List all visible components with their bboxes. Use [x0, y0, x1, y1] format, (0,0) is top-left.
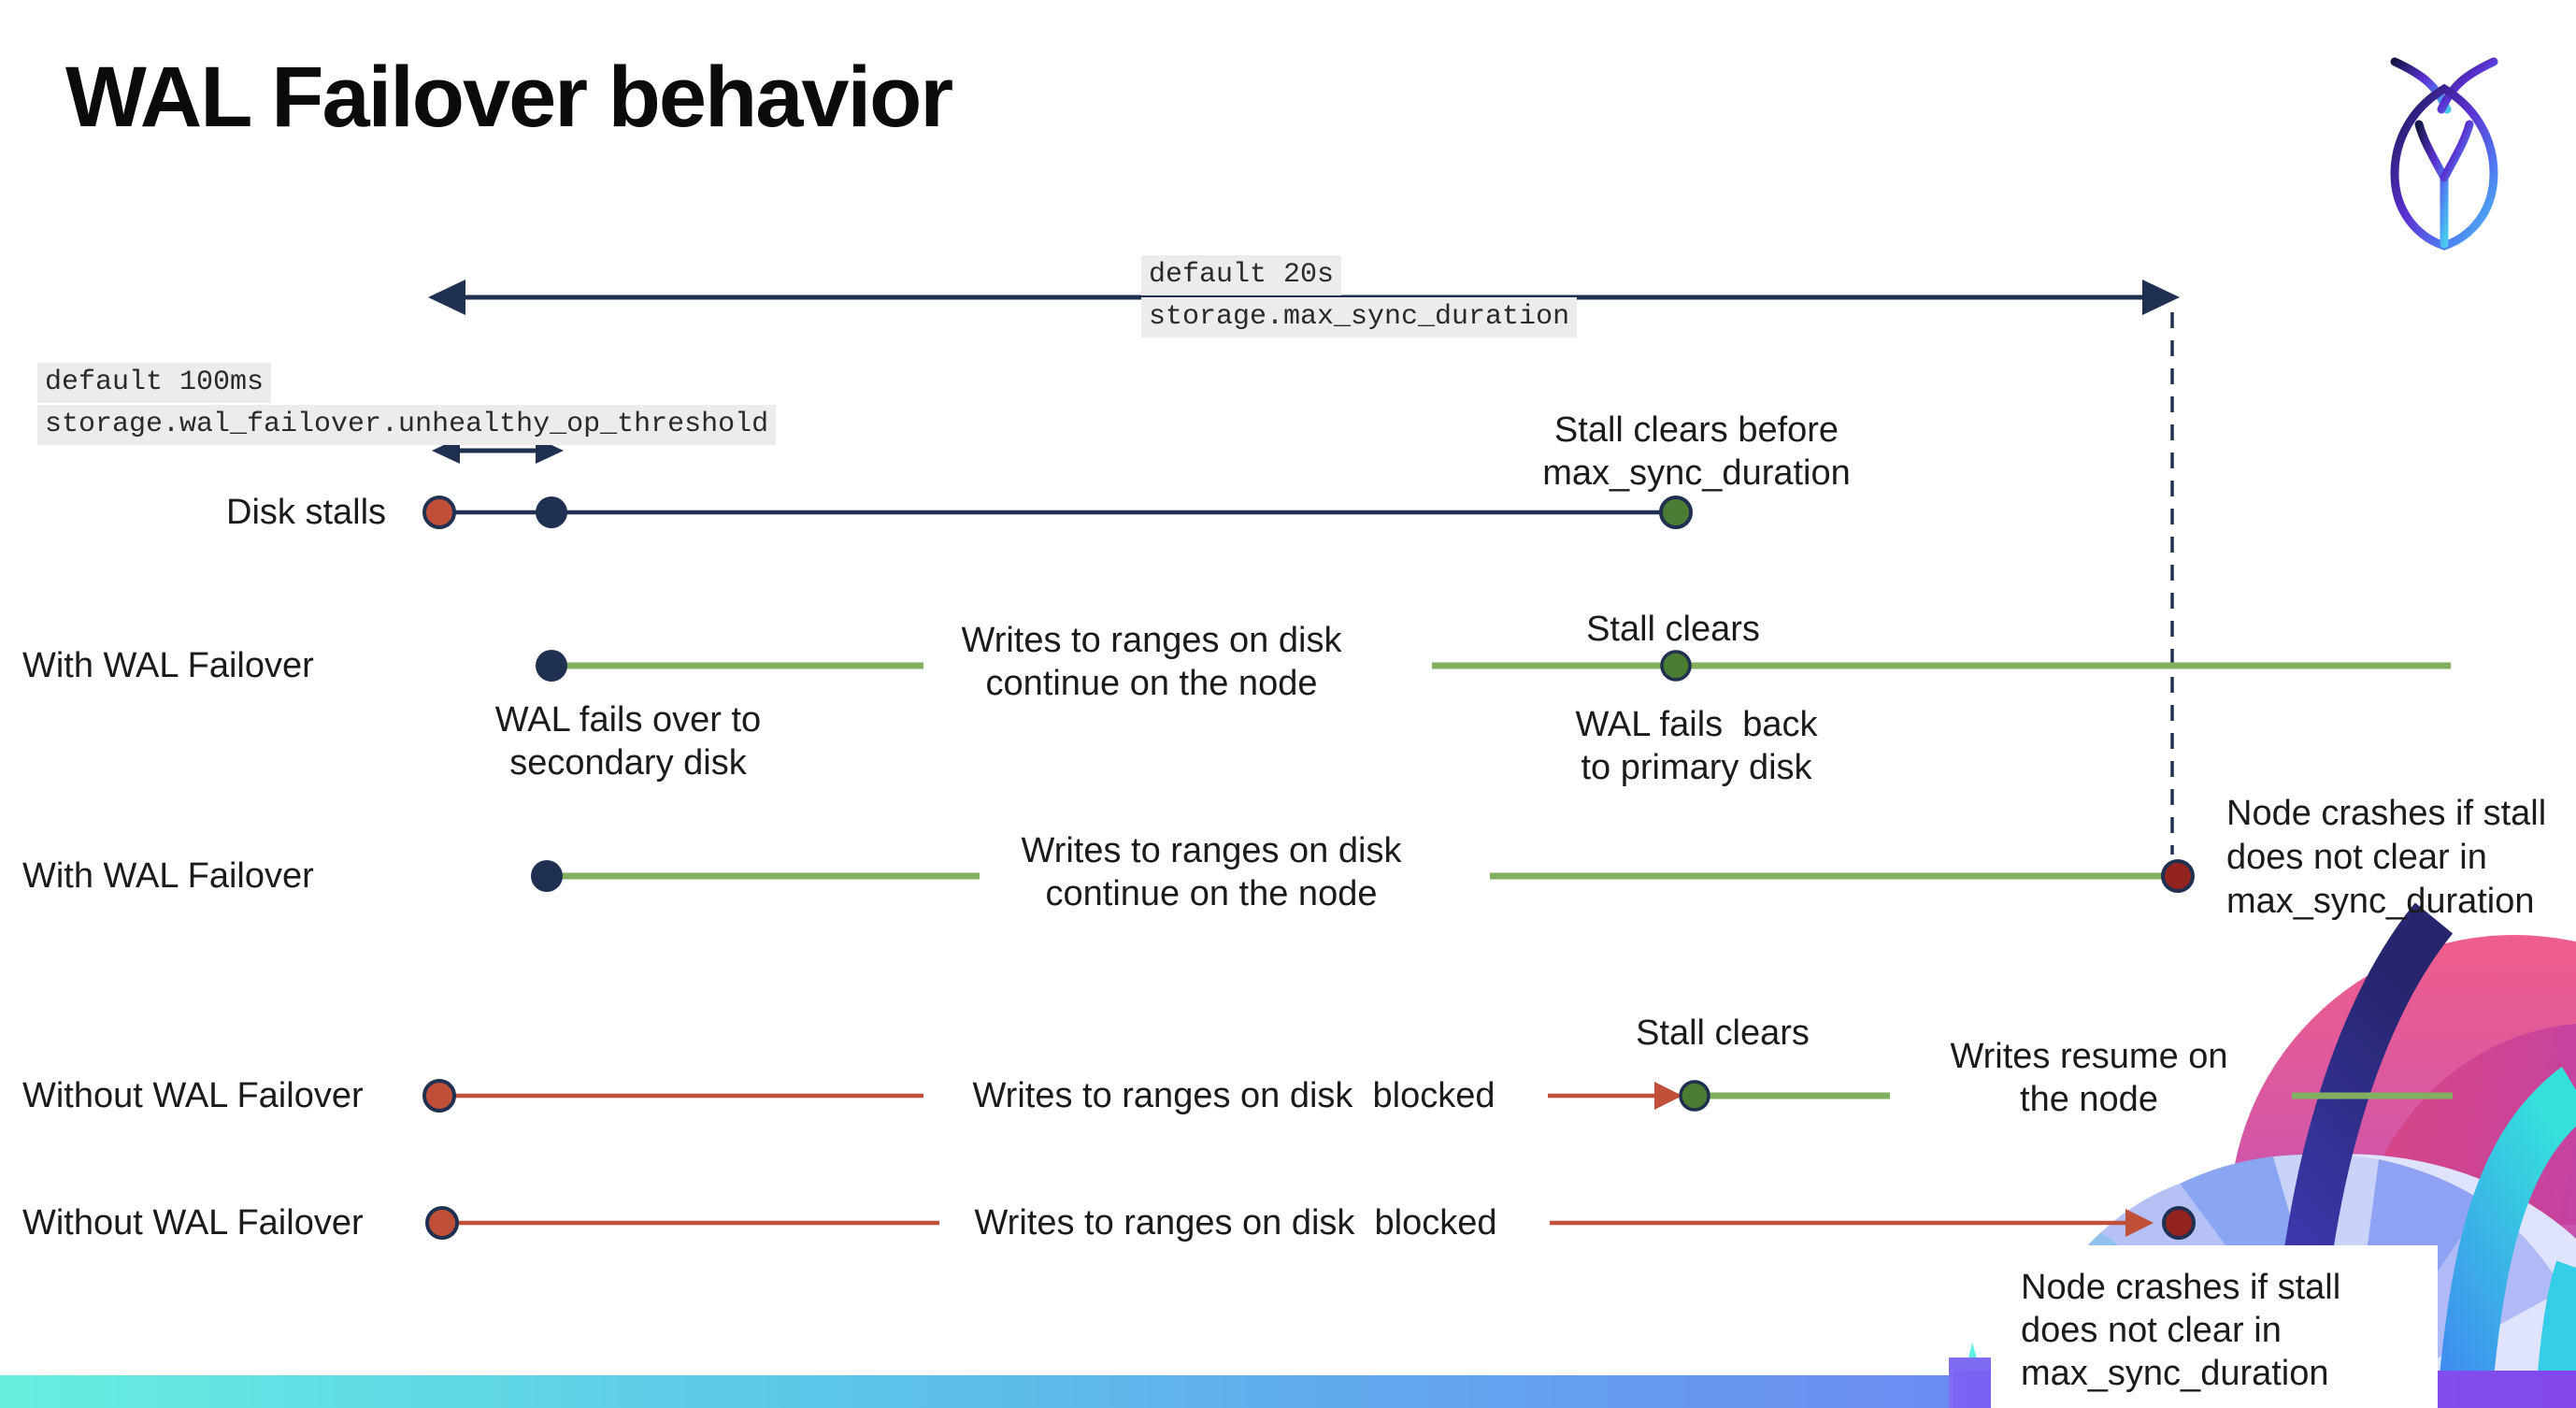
- row-with-wal-failover-2: [531, 859, 2195, 893]
- caption-stall-clears-top: Stall clears: [1586, 610, 1760, 649]
- caption-stall-clears-bottom: Stall clears: [1636, 1013, 1810, 1053]
- unhealthy-setting-name: storage.wal_failover.unhealthy_op_thresh…: [37, 405, 777, 445]
- row-label-without-wal-failover-1: Without WAL Failover: [22, 1076, 364, 1115]
- fails-back-dot: [1660, 650, 1692, 682]
- row-without-wal-failover-1: [422, 1079, 2453, 1113]
- arrowhead-right: [1654, 1082, 1682, 1110]
- caption-writes-resume: Writes resume on the node: [1950, 1037, 2228, 1119]
- caption-writes-blocked-2: Writes to ranges on disk blocked: [974, 1203, 1497, 1243]
- caption-wal-fails-back: WAL fails back to primary disk: [1575, 705, 1818, 787]
- arrowhead-right: [2125, 1209, 2154, 1237]
- node-crash-note-box: Node crashes if stall does not clear in …: [1991, 1245, 2438, 1408]
- stall-clears-dot: [1659, 496, 1693, 529]
- cockroachdb-logo-icon: [2390, 57, 2498, 251]
- row-label-without-wal-failover-2: Without WAL Failover: [22, 1203, 364, 1243]
- page-title: WAL Failover behavior: [65, 50, 953, 145]
- failover-dot: [536, 650, 567, 682]
- arrowhead-right: [2142, 280, 2180, 315]
- stall-start-dot: [422, 1079, 456, 1113]
- caption-stall-clears-before: Stall clears before max_sync_duration: [1542, 410, 1851, 493]
- max-sync-setting-name: storage.max_sync_duration: [1141, 297, 1578, 338]
- row-label-with-wal-failover-2: With WAL Failover: [22, 856, 314, 896]
- row-label-with-wal-failover-1: With WAL Failover: [22, 646, 314, 685]
- caption-writes-continue-1: Writes to ranges on disk continue on the…: [961, 621, 1342, 703]
- row-disk-stalls: [422, 496, 1693, 529]
- caption-node-crashes-bottom: Node crashes if stall does not clear in …: [2021, 1268, 2341, 1393]
- row-without-wal-failover-2: [425, 1206, 2196, 1240]
- unhealthy-default-label: default 100ms: [37, 363, 272, 403]
- caption-writes-continue-2: Writes to ranges on disk continue on the…: [1021, 831, 1402, 913]
- caption-wal-fails-over: WAL fails over to secondary disk: [494, 700, 762, 783]
- max-sync-default-label: default 20s: [1141, 255, 1342, 295]
- unhealthy-threshold-tag: default 100ms storage.wal_failover.unhea…: [37, 363, 777, 445]
- stall-start-dot: [425, 1206, 459, 1240]
- row-with-wal-failover-1: [536, 650, 2451, 682]
- max-sync-duration-tag: default 20s storage.max_sync_duration: [1141, 255, 1578, 338]
- arrowhead-left: [428, 280, 465, 315]
- node-crash-dot: [2161, 859, 2195, 893]
- row-label-disk-stalls: Disk stalls: [226, 493, 387, 532]
- stall-clears-dot: [1679, 1080, 1710, 1112]
- caption-writes-blocked-1: Writes to ranges on disk blocked: [972, 1076, 1496, 1115]
- node-crash-dot: [2162, 1206, 2196, 1240]
- threshold-dot: [536, 496, 567, 528]
- caption-node-crashes-top: Node crashes if stall does not clear in …: [2226, 794, 2547, 921]
- failover-dot: [531, 860, 563, 892]
- stall-start-dot: [422, 496, 456, 529]
